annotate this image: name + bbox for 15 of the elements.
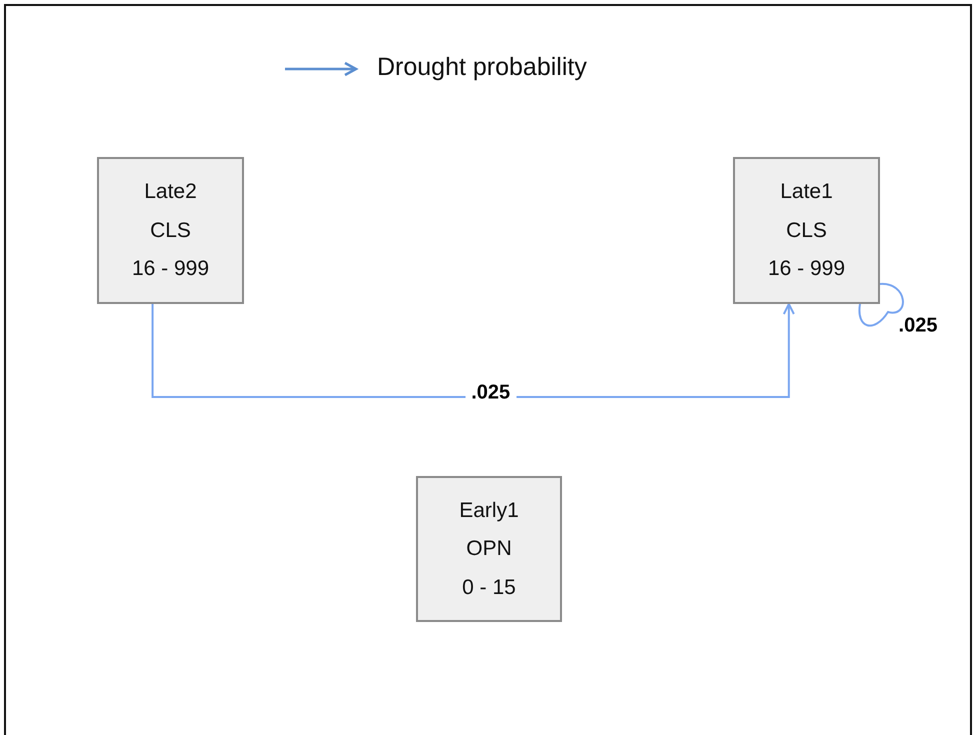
self-loop-connector <box>858 283 904 327</box>
state-box <box>416 476 562 622</box>
state-text: CLS <box>150 218 191 242</box>
state-text: 16 - 999 <box>768 257 846 282</box>
state-text: 16 - 999 <box>132 257 210 282</box>
state-text: Late2 <box>144 180 197 204</box>
state-text: Early1 <box>459 498 519 522</box>
arrow <box>152 303 795 398</box>
state-text: Late1 <box>780 180 833 204</box>
state-text: OPN <box>466 537 512 561</box>
legend-text: Drought probability <box>377 53 587 82</box>
state-text: 0 - 15 <box>462 576 516 600</box>
state-text: CLS <box>786 218 827 242</box>
state-box <box>97 157 244 304</box>
state-box <box>733 157 880 304</box>
